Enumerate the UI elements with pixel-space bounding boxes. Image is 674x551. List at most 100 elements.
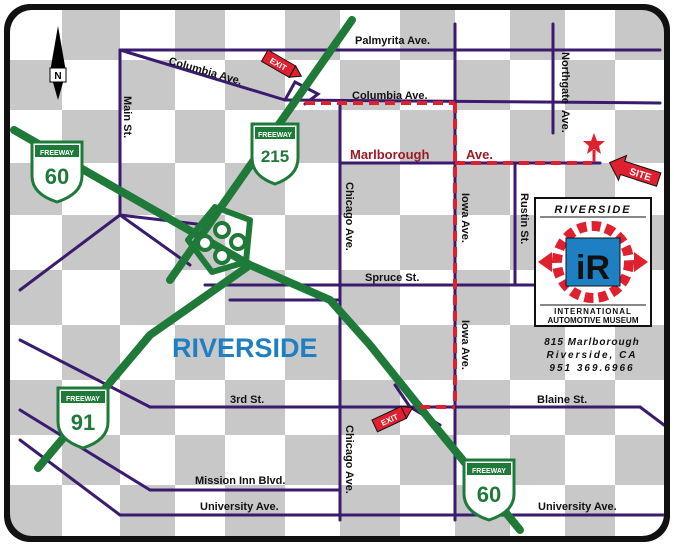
checker-tile	[400, 325, 455, 380]
checker-tile	[175, 435, 225, 485]
checker-tile	[455, 110, 510, 163]
label-palmyrita: Palmyrita Ave.	[355, 35, 430, 47]
checker-tile	[175, 10, 225, 60]
street-mission-west	[18, 408, 152, 492]
label-mission-inn: Mission Inn Blvd.	[195, 475, 285, 487]
checker-tile	[10, 215, 62, 270]
label-rustin: Rustin St.	[518, 193, 530, 244]
checker-tile	[340, 270, 400, 325]
checker-tile	[340, 485, 400, 536]
label-blaine: Blaine St.	[537, 394, 587, 406]
street-columbia-west	[118, 48, 287, 102]
checker-tile	[120, 215, 175, 270]
museum-line2: AUTOMOTIVE MUSEUM	[548, 316, 639, 325]
city-label: RIVERSIDE	[172, 333, 318, 363]
street-university-west	[18, 438, 122, 517]
street-blaine-east	[638, 405, 664, 427]
shield-215-number: 215	[261, 147, 289, 166]
checker-tile	[120, 60, 175, 110]
checker-tile	[400, 110, 455, 163]
checker-tile	[120, 110, 175, 163]
checker-tile	[455, 270, 510, 325]
north-arrow-icon: N	[49, 26, 67, 100]
street-columbia-east	[283, 98, 662, 105]
shield-60s-top: FREEWAY	[472, 468, 506, 475]
street-labels: Palmyrita Ave. Columbia Ave. Columbia Av…	[121, 35, 617, 513]
label-northgate: Northgate	[559, 52, 571, 104]
checker-tile	[340, 110, 400, 163]
checker-tile	[225, 435, 285, 485]
shield-215: FREEWAY 215	[250, 122, 300, 186]
checker-tile	[10, 380, 62, 435]
checker-tile	[565, 10, 615, 60]
checker-tile	[615, 10, 664, 60]
checker-tile	[175, 325, 225, 380]
checker-tile	[400, 215, 455, 270]
shield-60s-number: 60	[477, 482, 501, 507]
checker-tile	[285, 485, 340, 536]
label-university-east: University Ave.	[538, 501, 617, 513]
checker-tile	[400, 270, 455, 325]
checker-tile	[510, 325, 565, 380]
label-university-west: University Ave.	[200, 501, 279, 513]
checker-tile	[455, 10, 510, 60]
label-iowa-north: Iowa Ave.	[459, 193, 471, 243]
label-marlborough-ave: Ave.	[466, 147, 493, 162]
label-marlborough: Marlborough	[350, 147, 429, 162]
site-star-icon	[583, 133, 605, 154]
label-northgate-ave: Ave.	[559, 110, 571, 133]
checker-tile	[225, 10, 285, 60]
route-path	[305, 101, 592, 409]
checker-tile	[225, 325, 285, 380]
shield-60w-top: FREEWAY	[40, 150, 74, 157]
museum-line1: INTERNATIONAL	[554, 307, 632, 316]
checker-tile	[565, 325, 615, 380]
checker-tile	[62, 10, 120, 60]
checker-tile	[120, 270, 175, 325]
shield-91-top: FREEWAY	[66, 396, 100, 403]
label-chicago-north: Chicago Ave.	[343, 182, 355, 251]
checker-tile	[62, 215, 120, 270]
shield-60-west: FREEWAY 60	[30, 140, 84, 204]
shield-215-top: FREEWAY	[258, 132, 292, 139]
checker-tile	[340, 435, 400, 485]
checker-tile	[340, 215, 400, 270]
checker-tile	[565, 485, 615, 536]
checker-tile	[175, 485, 225, 536]
checker-tile	[62, 325, 120, 380]
compass-label: N	[54, 71, 61, 82]
shield-60w-number: 60	[45, 164, 69, 189]
museum-logo: RIVERSIDE iR INTERNATIONAL AUTOMOTIVE MU…	[534, 197, 652, 327]
checker-tile	[615, 325, 664, 380]
label-main: Main St.	[121, 96, 133, 138]
checker-tile	[225, 485, 285, 536]
checker-tile	[340, 163, 400, 215]
label-third: 3rd St.	[230, 394, 264, 406]
checker-tile	[285, 325, 340, 380]
checker-tile	[175, 110, 225, 163]
label-spruce: Spruce St.	[365, 272, 419, 284]
checker-tile	[62, 270, 120, 325]
shield-60-south: FREEWAY 60	[462, 458, 516, 522]
checker-tile	[285, 215, 340, 270]
checker-tile	[10, 485, 62, 536]
checker-tile	[400, 163, 455, 215]
checker-tile	[455, 215, 510, 270]
museum-address2: Riverside, CA	[546, 350, 637, 361]
checker-tile	[510, 435, 565, 485]
checker-tile	[285, 435, 340, 485]
museum-logo-text: iR	[576, 249, 610, 287]
checker-tile	[10, 325, 62, 380]
label-iowa-south: Iowa Ave.	[459, 320, 471, 370]
street-ramp-a	[393, 383, 412, 409]
freeway-interchange	[185, 204, 253, 275]
checker-tile	[615, 435, 664, 485]
checker-tile	[615, 485, 664, 536]
checker-tile	[455, 163, 510, 215]
checker-tile	[565, 110, 615, 163]
museum-address: 815 Marlborough Riverside, CA 951 369.69…	[544, 337, 639, 374]
label-chicago-south: Chicago Ave.	[343, 425, 355, 494]
checker-tile	[10, 435, 62, 485]
